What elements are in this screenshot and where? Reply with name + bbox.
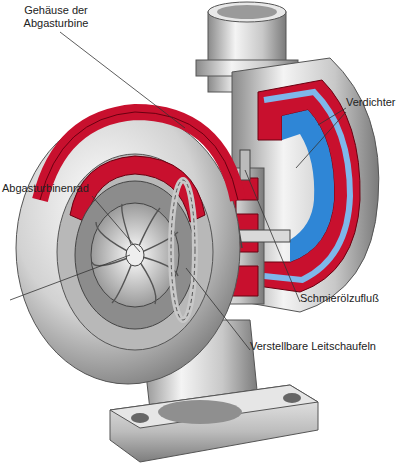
part-label: Abgasturbinenrad — [2, 182, 102, 195]
part-label: Verstellbare Leitschaufeln — [250, 340, 418, 353]
turbine-housing — [16, 112, 240, 384]
part-label: Schmierölzufluß — [300, 292, 418, 305]
part-label: Gehäuse der Abgasturbine — [8, 4, 104, 30]
turbine-wheel — [91, 203, 179, 307]
guide-vanes — [171, 180, 195, 320]
part-label: Verdichter — [346, 96, 418, 109]
